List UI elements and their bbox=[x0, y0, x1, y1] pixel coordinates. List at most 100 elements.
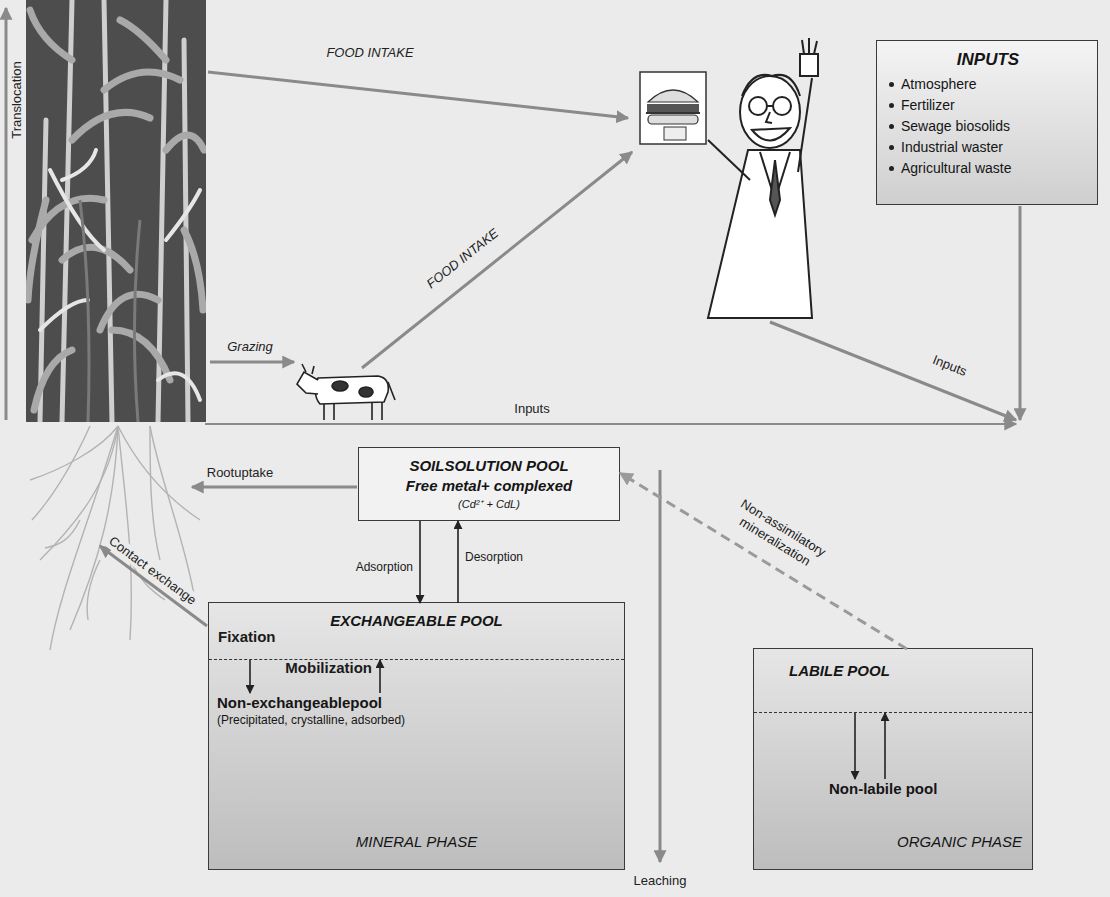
cow-drawing bbox=[324, 402, 382, 420]
plant-photo bbox=[166, 190, 200, 240]
person-cartoon bbox=[742, 75, 800, 96]
process-label: FOOD INTAKE bbox=[326, 45, 413, 61]
burger-picture bbox=[647, 104, 699, 112]
text-row: Sewage biosolids bbox=[889, 116, 1087, 137]
cow-drawing bbox=[359, 387, 373, 397]
text-row: LABILE POOL bbox=[754, 649, 1032, 680]
plant-roots bbox=[150, 426, 160, 560]
flux-arrow bbox=[249, 660, 251, 693]
plant-photo bbox=[72, 112, 150, 140]
plant-photo bbox=[158, 373, 200, 400]
flow-arrow bbox=[100, 546, 207, 626]
plant-roots bbox=[118, 426, 131, 640]
node-text: Sewage biosolids bbox=[901, 116, 1010, 137]
label-holder: FOOD INTAKE bbox=[422, 224, 501, 292]
plant-photo bbox=[40, 150, 200, 400]
process-label: Inputs bbox=[930, 352, 969, 380]
plant-photo bbox=[134, 220, 140, 422]
edge-label: Non-assimilatory mineralization bbox=[720, 490, 839, 580]
process-label: Leaching bbox=[634, 873, 687, 889]
person-cartoon bbox=[798, 78, 812, 172]
person-cartoon bbox=[708, 38, 818, 318]
edge-label: Fixation bbox=[218, 628, 276, 646]
person-cartoon bbox=[800, 54, 818, 76]
pool-box: SOILSOLUTION POOL Free metal+ complexed (C… bbox=[358, 447, 620, 521]
plant-roots bbox=[30, 426, 118, 480]
plant-photo bbox=[28, 10, 204, 410]
edge-label: Desorption bbox=[465, 549, 523, 565]
bullet-dot bbox=[889, 103, 894, 108]
flux-arrow bbox=[854, 713, 856, 779]
edge-label: Mobilization bbox=[285, 659, 372, 677]
bullet-dot bbox=[889, 145, 894, 150]
process-label: Translocation bbox=[9, 61, 25, 139]
flow-arrow bbox=[659, 470, 662, 862]
person-cartoon bbox=[802, 38, 817, 54]
burger-picture bbox=[640, 72, 706, 144]
node-text: EXCHANGEABLE POOL bbox=[330, 612, 503, 629]
translocation-arrow bbox=[6, 8, 7, 420]
text-row: (Precipitated, crystalline, adsorbed) bbox=[217, 712, 405, 729]
process-label: FOOD INTAKE bbox=[424, 225, 502, 292]
label-holder: Rootuptake bbox=[204, 463, 277, 481]
plant-roots bbox=[70, 426, 118, 630]
label-holder: FOOD INTAKE bbox=[326, 43, 413, 61]
burger-picture bbox=[664, 127, 686, 140]
plant-roots bbox=[118, 426, 200, 520]
text-row: SOILSOLUTION POOL bbox=[367, 456, 611, 476]
text-row: (Cd²⁺ + CdL) bbox=[367, 496, 611, 512]
node-text: Non-exchangeablepool bbox=[217, 694, 382, 711]
text-row: Atmosphere bbox=[889, 74, 1087, 95]
flux-arrow bbox=[379, 660, 381, 693]
cow-drawing bbox=[332, 381, 348, 391]
node-text: Free metal+ complexed bbox=[406, 477, 572, 494]
plant-photo bbox=[26, 0, 206, 422]
flux-arrow bbox=[457, 521, 459, 603]
text-row: EXCHANGEABLE POOL bbox=[209, 603, 624, 630]
node-text: LABILE POOL bbox=[789, 662, 890, 679]
process-label: Contact exchange bbox=[103, 531, 202, 610]
edge-label-holder: Adsorption bbox=[356, 557, 413, 575]
cow-drawing bbox=[297, 372, 318, 394]
node-text: SOILSOLUTION POOL bbox=[409, 457, 568, 474]
node-text: Industrial waster bbox=[901, 137, 1003, 158]
person-cartoon bbox=[767, 105, 773, 107]
plant-photo bbox=[80, 200, 140, 422]
burger-picture bbox=[640, 72, 706, 144]
plant-roots bbox=[45, 520, 80, 548]
cow-drawing bbox=[388, 382, 395, 400]
text-row: Free metal+ complexed bbox=[367, 476, 611, 496]
plant-photo bbox=[120, 20, 166, 60]
pool-box: Non-labile pool bbox=[829, 779, 937, 798]
translocation-arrow bbox=[5, 8, 8, 420]
pool-box: Non-exchangeablepool (Precipitated, cryst… bbox=[217, 693, 405, 729]
node-text: (Precipitated, crystalline, adsorbed) bbox=[217, 713, 405, 727]
flow-arrow bbox=[1019, 206, 1022, 420]
plant-roots bbox=[32, 426, 90, 520]
ground-line bbox=[205, 424, 1016, 425]
plant-photo bbox=[184, 230, 203, 310]
plant-photo bbox=[34, 350, 72, 410]
text-row: Fertilizer bbox=[889, 95, 1087, 116]
label-holder: Leaching bbox=[634, 871, 687, 889]
person-cartoon bbox=[708, 140, 750, 180]
flow-arrow bbox=[362, 152, 632, 368]
process-label: Grazing bbox=[227, 339, 273, 355]
process-label: Rootuptake bbox=[204, 465, 277, 481]
edge-label-holder: Fixation bbox=[218, 628, 276, 646]
text-row: ORGANIC PHASE bbox=[897, 832, 1022, 851]
plant-photo bbox=[26, 0, 206, 422]
flow-arrow bbox=[770, 322, 1016, 420]
person-cartoon bbox=[740, 76, 800, 148]
plant-photo bbox=[104, 0, 112, 422]
pool-band: LABILE POOL bbox=[754, 649, 1032, 713]
process-label: Inputs bbox=[514, 401, 549, 417]
plant-photo bbox=[80, 200, 89, 422]
node-text: ORGANIC PHASE bbox=[897, 833, 1022, 850]
label-holder: Contact exchange bbox=[103, 530, 203, 610]
flow-arrow bbox=[210, 361, 294, 364]
edge-label: Adsorption bbox=[356, 559, 413, 575]
text-row: Non-exchangeablepool bbox=[217, 693, 405, 712]
